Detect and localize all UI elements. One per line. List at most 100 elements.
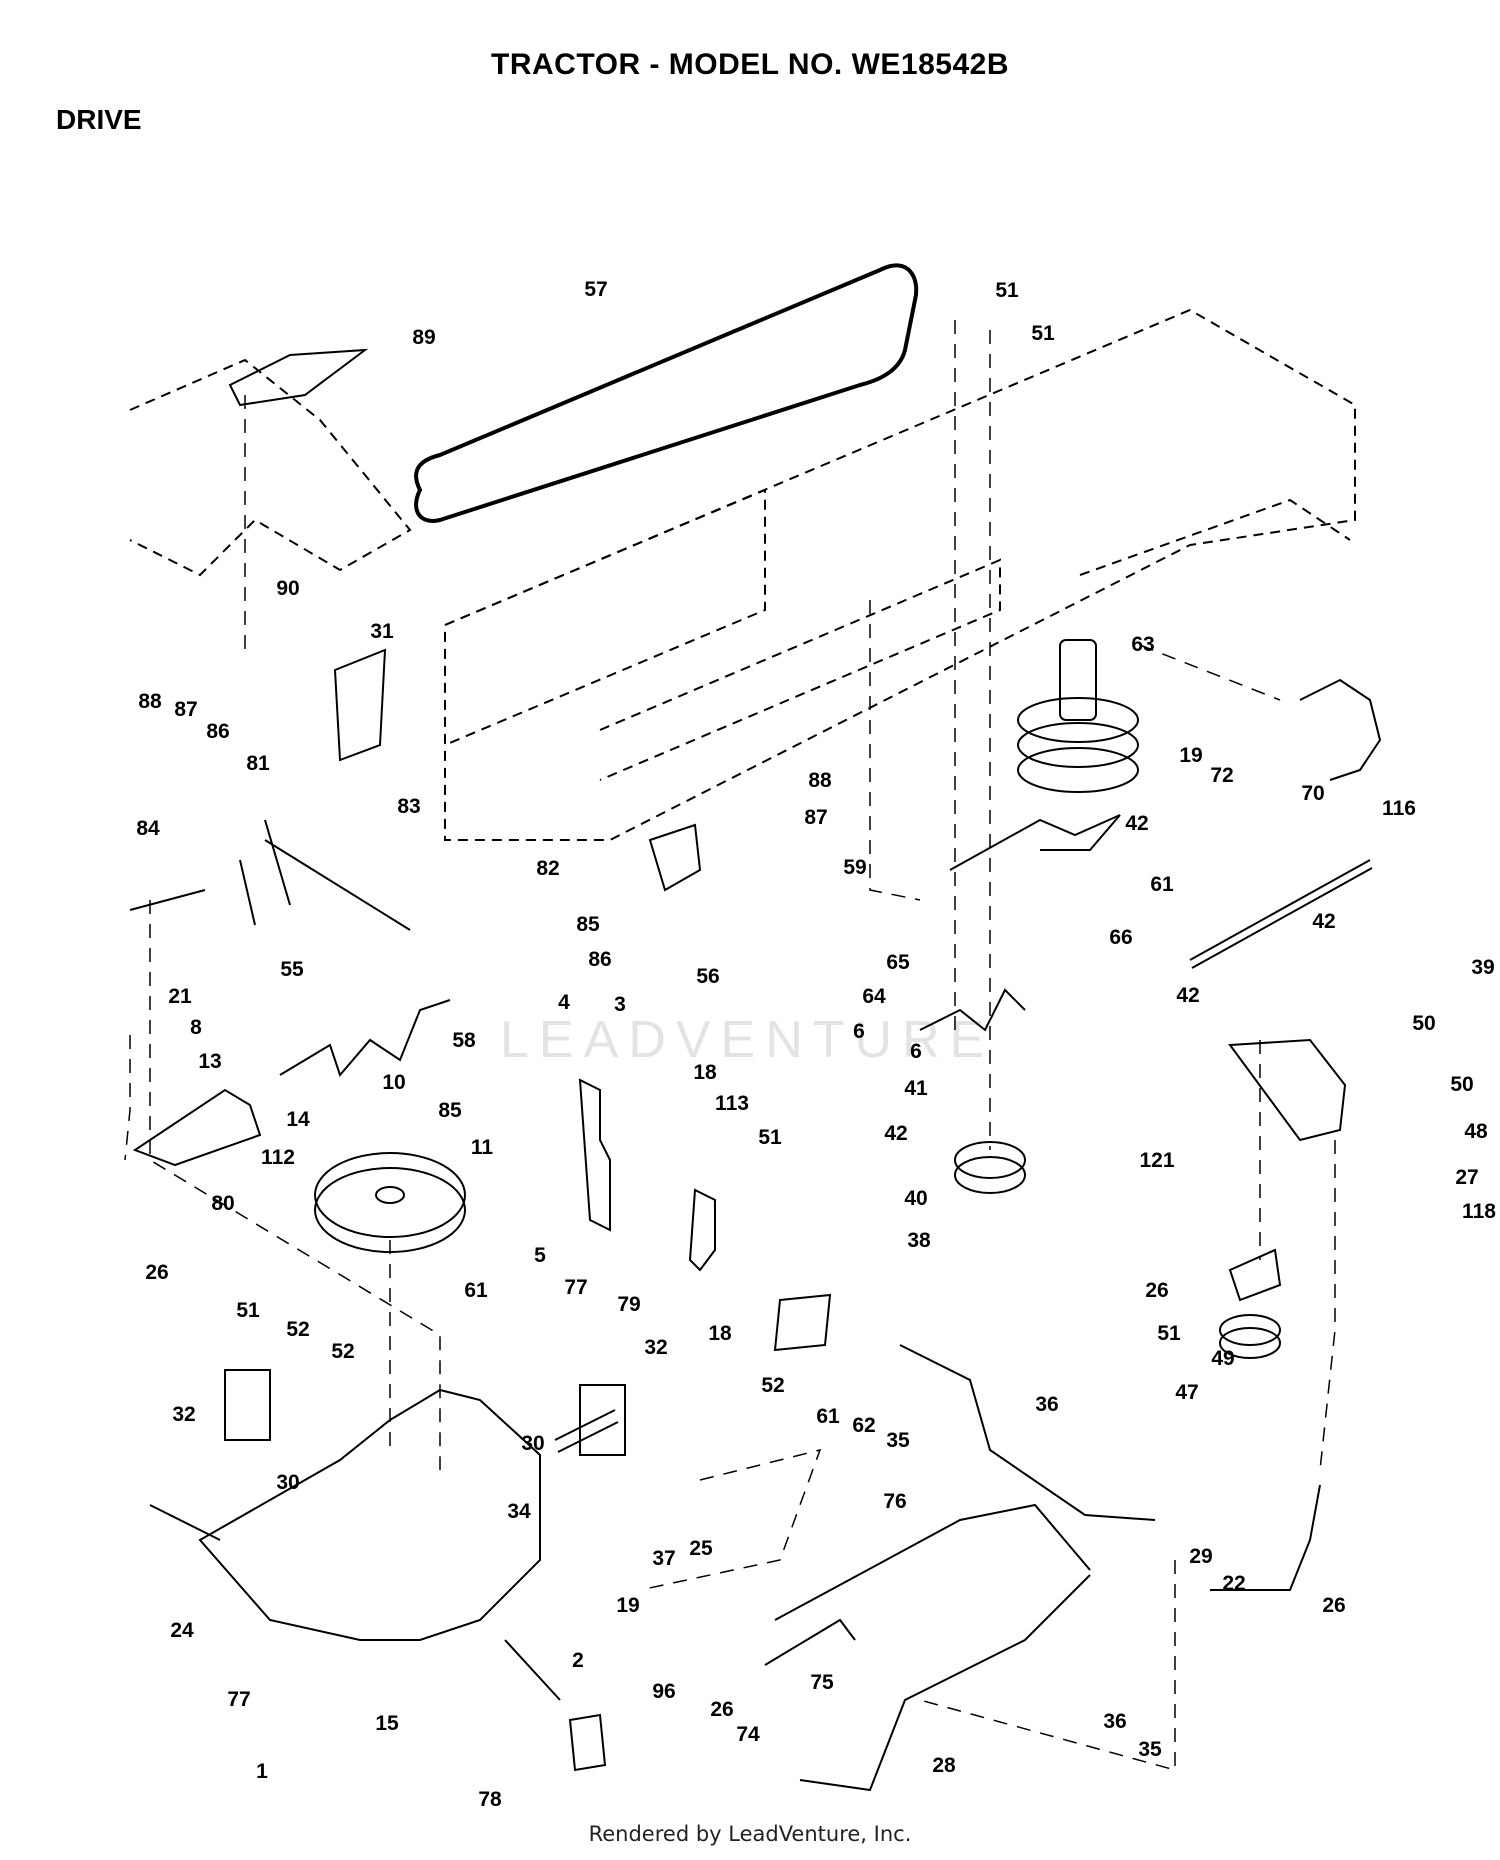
part-callout-52: 52	[286, 1318, 309, 1341]
diagram-title: TRACTOR - MODEL NO. WE18542B	[491, 48, 1009, 81]
part-callout-26: 26	[1145, 1279, 1168, 1302]
part-callout-39: 39	[1471, 956, 1494, 979]
shift-rod	[239, 819, 411, 931]
bracket-5	[688, 1188, 716, 1272]
section-label: DRIVE	[56, 104, 142, 135]
part-callout-85: 85	[576, 913, 600, 936]
part-callout-83: 83	[397, 795, 420, 818]
part-callout-26: 26	[710, 1698, 733, 1721]
rod-53	[1210, 1484, 1321, 1591]
transmission-pulley	[314, 1152, 466, 1253]
part-callout-56: 56	[696, 965, 719, 988]
part-callout-32: 32	[172, 1403, 195, 1426]
part-callout-24: 24	[170, 1619, 194, 1642]
rod-28	[774, 1503, 1091, 1621]
part-callout-35: 35	[1138, 1738, 1162, 1761]
part-callout-27: 27	[1455, 1166, 1478, 1189]
part-callout-49: 49	[1211, 1347, 1234, 1370]
part-callout-2: 2	[572, 1649, 584, 1672]
rod-37	[899, 1344, 1156, 1521]
shaft-62	[773, 1293, 832, 1352]
spring	[1189, 859, 1373, 969]
part-callout-35: 35	[886, 1429, 910, 1452]
part-callout-70: 70	[1301, 782, 1324, 805]
part-callout-42: 42	[1125, 812, 1148, 835]
part-callout-86: 86	[206, 720, 229, 743]
part-callout-78: 78	[478, 1788, 502, 1811]
part-callout-37: 37	[652, 1547, 675, 1570]
part-callout-31: 31	[370, 620, 394, 643]
part-callout-47: 47	[1175, 1381, 1198, 1404]
part-callout-65: 65	[886, 951, 910, 974]
part-callout-36: 36	[1103, 1710, 1126, 1733]
part-callout-59: 59	[843, 856, 866, 879]
part-callout-79: 79	[617, 1293, 640, 1316]
part-callout-85: 85	[438, 1099, 462, 1122]
part-callout-52: 52	[761, 1374, 784, 1397]
part-callout-51: 51	[1031, 322, 1055, 345]
bracket	[132, 1088, 262, 1167]
part-callout-14: 14	[286, 1108, 310, 1131]
bracket-30-left	[224, 1369, 271, 1441]
part-callout-63: 63	[1131, 633, 1154, 656]
part-callout-28: 28	[932, 1754, 956, 1777]
part-callout-50: 50	[1412, 1012, 1435, 1035]
part-callout-29: 29	[1189, 1545, 1212, 1568]
part-callout-22: 22	[1222, 1572, 1245, 1595]
part-callout-51: 51	[1157, 1322, 1181, 1345]
part-callout-30: 30	[521, 1432, 544, 1455]
part-callout-15: 15	[375, 1712, 399, 1735]
part-callout-96: 96	[652, 1680, 675, 1703]
part-callout-61: 61	[464, 1279, 488, 1302]
part-callout-89: 89	[412, 326, 435, 349]
shift-bracket	[333, 648, 387, 762]
part-callout-55: 55	[280, 958, 304, 981]
part-callout-58: 58	[452, 1029, 476, 1052]
rod-66	[949, 814, 1121, 871]
spring-small	[554, 1409, 619, 1453]
part-callout-6: 6	[910, 1040, 922, 1063]
part-callout-3: 3	[614, 993, 626, 1016]
part-callout-118: 118	[1462, 1200, 1496, 1223]
rod	[129, 889, 206, 911]
part-callout-18: 18	[693, 1061, 717, 1084]
part-callout-41: 41	[904, 1077, 928, 1100]
part-callout-18: 18	[708, 1322, 732, 1345]
part-callout-72: 72	[1210, 764, 1233, 787]
leader-lines	[124, 320, 1336, 1771]
part-callout-26: 26	[1322, 1594, 1345, 1617]
part-callout-51: 51	[758, 1126, 782, 1149]
bracket-113	[578, 1078, 611, 1232]
part-callout-48: 48	[1464, 1120, 1488, 1143]
rod-70	[1299, 678, 1382, 781]
part-callout-42: 42	[884, 1122, 907, 1145]
part-callout-52: 52	[331, 1340, 354, 1363]
part-callout-40: 40	[904, 1187, 927, 1210]
shift-lever	[279, 999, 451, 1077]
transaxle	[198, 1388, 541, 1641]
part-callout-38: 38	[907, 1229, 931, 1252]
part-callout-88: 88	[138, 690, 162, 713]
part-callout-34: 34	[507, 1500, 531, 1523]
part-callout-26: 26	[145, 1261, 168, 1284]
idler-pulley	[954, 1141, 1026, 1194]
part-callout-51: 51	[995, 279, 1019, 302]
watermark: LEADVENTURE	[500, 1011, 995, 1069]
part-callout-51: 51	[236, 1299, 260, 1322]
transaxle-axle	[149, 1504, 561, 1701]
part-callout-81: 81	[246, 752, 270, 775]
part-callout-113: 113	[715, 1092, 749, 1115]
fender-outline	[129, 358, 412, 577]
part-callout-42: 42	[1176, 984, 1199, 1007]
part-callout-36: 36	[1035, 1393, 1058, 1416]
footer-credit: Rendered by LeadVenture, Inc.	[588, 1822, 912, 1846]
part-callout-8: 8	[190, 1016, 202, 1039]
part-callout-62: 62	[852, 1414, 875, 1437]
rod-41	[919, 988, 1026, 1032]
shift-plate	[228, 348, 369, 407]
part-callout-42: 42	[1312, 910, 1335, 933]
rod-22	[799, 1574, 1091, 1792]
part-callout-25: 25	[689, 1537, 713, 1560]
part-callout-4: 4	[558, 991, 570, 1014]
